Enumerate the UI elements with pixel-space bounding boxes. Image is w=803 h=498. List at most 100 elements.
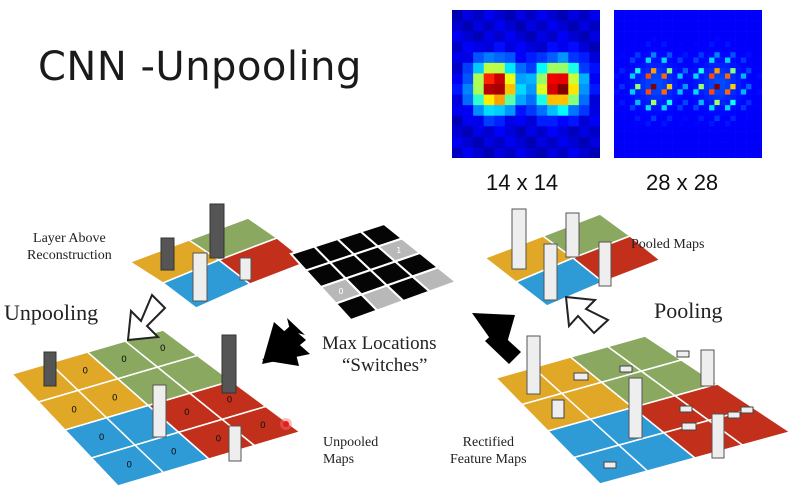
heatmap-cell [515,84,527,96]
heatmap-cell [688,84,694,90]
heatmap-cell [682,31,689,37]
rectified-maps-grid [494,335,792,485]
heatmap-cell [688,89,694,95]
heatmap-cell [629,36,636,43]
heatmap-cell [614,152,620,158]
heatmap-cell [714,136,721,143]
heatmap-cell [672,78,678,85]
heatmap-cell [666,68,673,74]
heatmap-cell [698,62,705,69]
heatmap-cell [703,110,710,117]
heatmap-cell [714,99,721,106]
heatmap-cell [709,147,715,154]
heatmap-cell [640,84,647,90]
heatmap-cell [547,136,559,148]
heatmap-cell [578,20,590,32]
heatmap-cell [624,41,631,48]
heatmap-cell [666,89,673,95]
heatmap-cell [693,10,699,16]
heatmap-cell [735,47,742,53]
heatmap-cell [536,73,548,85]
heatmap-cell [624,121,631,127]
heatmap-cell [651,89,657,95]
heatmap-cell [751,78,758,85]
heatmap-cell [714,131,721,138]
heatmap-cell [751,105,758,111]
heatmap-cell [698,15,705,21]
heatmap-cell [589,52,600,64]
heatmap-cell [645,41,652,48]
heatmap-cell [719,36,726,43]
heatmap-cell [504,41,516,53]
heatmap-cell [614,121,620,127]
heatmap-cell [703,10,710,16]
heatmap-cell [645,115,652,122]
heatmap-cell [661,47,668,53]
heatmap-cell [735,62,742,69]
heatmap-cell [751,89,758,95]
zero-mark: 0 [260,421,266,431]
heatmap-cell [483,73,495,85]
heatmap-cell [703,84,710,90]
heatmap-cell [629,62,636,69]
heatmap-cell [746,84,752,90]
heatmap-cell [677,89,684,95]
heatmap-cell [666,15,673,21]
heatmap-cell [735,115,742,122]
heatmap-cell [666,110,673,117]
heatmap-cell [629,99,636,106]
heatmap-cell [672,73,678,80]
heatmap-cell [740,147,747,154]
activation-bar [628,377,643,439]
heatmap-cell [635,105,641,111]
heatmap-cell [640,142,647,148]
heatmap-cell [746,31,752,37]
heatmap-cell [666,121,673,127]
heatmap-cell [629,20,636,27]
heatmap-cell [730,47,736,53]
heatmap-cell [452,10,464,22]
heatmap-cell [557,62,569,74]
heatmap-cell [624,84,631,90]
heatmap-cell [629,147,636,154]
heatmap-cell [640,41,647,48]
heatmap-cell [462,147,474,158]
heatmap-cell [645,78,652,85]
heatmap-cell [504,20,516,32]
heatmap-cell [698,73,705,80]
heatmap-cell [756,68,762,74]
heatmap-cell [756,105,762,111]
heatmap-cell [688,41,694,48]
heatmap-cell [462,84,474,96]
activation-bar [603,461,617,469]
heatmap-cell [640,36,647,43]
heatmap-cell [672,136,678,143]
heatmap-cell [756,47,762,53]
heatmap-cell [756,142,762,148]
heatmap-cell [656,47,662,53]
heatmap-cell [645,73,652,80]
heatmap-cell [751,31,758,37]
heatmap-cell [557,84,569,96]
heatmap-cell [703,94,710,101]
heatmap-cell [725,136,731,143]
heatmap-cell [693,136,699,143]
heatmap-cell [661,78,668,85]
heatmap-cell [703,78,710,85]
heatmap-cell [462,73,474,85]
heatmap-cell [677,142,684,148]
heatmap-cell [730,89,736,95]
heatmap-cell [703,62,710,69]
heatmap-cell [452,62,464,74]
heatmap-cell [730,36,736,43]
heatmap-cell [709,121,715,127]
heatmap-cell [714,115,721,122]
heatmap-cell [740,41,747,48]
heatmap-cell [688,147,694,154]
heatmap-cell [651,62,657,69]
heatmap-cell [635,25,641,32]
heatmap-cell [635,115,641,122]
zero-mark: 0 [227,395,233,405]
heatmap-cell [725,15,731,21]
